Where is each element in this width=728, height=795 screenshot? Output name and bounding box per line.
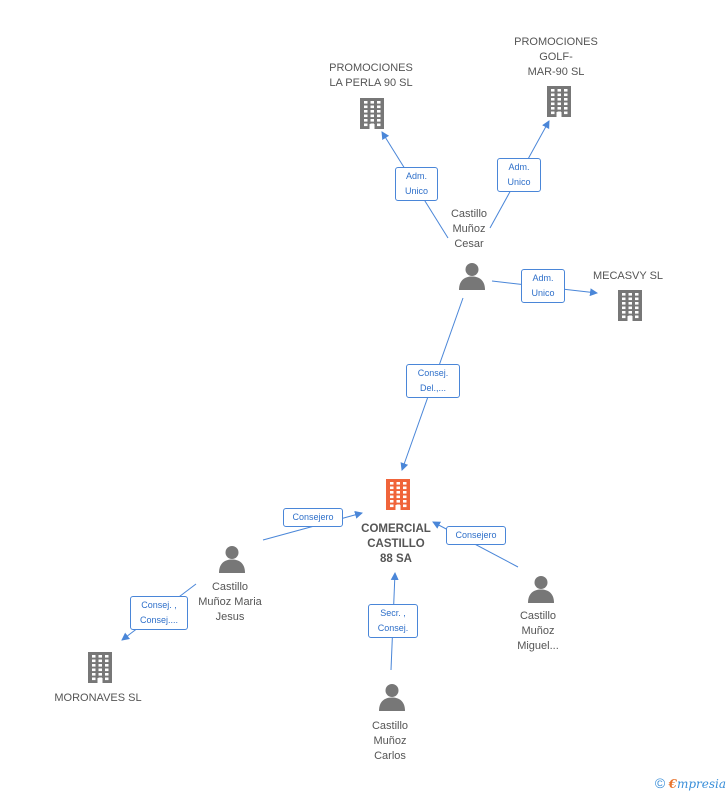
node-label-line: Carlos bbox=[374, 750, 406, 762]
person-icon[interactable] bbox=[377, 682, 407, 717]
node-label-line: GOLF- bbox=[539, 51, 573, 63]
edge-label-carlos-to-comercial[interactable]: Secr. , Consej. bbox=[368, 604, 418, 638]
node-label-line: Muñoz bbox=[373, 735, 407, 747]
brand-initial: € bbox=[668, 777, 677, 791]
node-label-line: PROMOCIONES bbox=[514, 36, 598, 48]
person-icon[interactable] bbox=[526, 574, 556, 609]
node-label-line: LA PERLA 90 SL bbox=[329, 77, 413, 89]
node-label-line: Castillo bbox=[450, 208, 488, 220]
node-label-line: PROMOCIONES bbox=[329, 62, 413, 74]
copyright-symbol: © bbox=[654, 775, 666, 791]
building-icon[interactable] bbox=[356, 96, 388, 135]
building-icon[interactable] bbox=[614, 288, 646, 327]
edge-label-line: Unico bbox=[507, 177, 531, 187]
edge-label-line: Adm. bbox=[405, 171, 427, 181]
brand-name: mpresia bbox=[676, 777, 726, 791]
node-label-moronaves[interactable]: MORONAVES SL bbox=[38, 691, 158, 706]
node-label-line: Muñoz bbox=[521, 625, 555, 637]
node-label-line: Miguel... bbox=[517, 640, 559, 652]
node-label-line: Castillo bbox=[371, 720, 409, 732]
edge-label-line: Consej. bbox=[417, 368, 449, 378]
edge-label-cesar-to-perla[interactable]: Adm. Unico bbox=[395, 167, 438, 201]
edge-label-line: Consej. bbox=[377, 623, 409, 633]
node-label-line: MAR-90 SL bbox=[527, 66, 585, 78]
footer-brand: © €mpresia bbox=[655, 775, 726, 791]
node-label-line: Castillo bbox=[519, 610, 557, 622]
building-icon[interactable] bbox=[84, 650, 116, 689]
node-label-comercial[interactable]: COMERCIAL CASTILLO 88 SA bbox=[336, 522, 456, 567]
edge-label-line: Secr. , bbox=[380, 608, 406, 618]
edge-label-maria-to-comercial[interactable]: Consejero bbox=[283, 508, 343, 527]
node-label-line: MORONAVES SL bbox=[54, 692, 142, 704]
edge-label-line: Consej.... bbox=[139, 615, 179, 625]
edge-label-line: Consejero bbox=[292, 512, 334, 522]
node-label-line: Castillo bbox=[211, 581, 249, 593]
edge-label-line: Del.,... bbox=[419, 383, 446, 393]
edge-label-line: Consejero bbox=[455, 530, 497, 540]
edge-label-line: Unico bbox=[531, 288, 555, 298]
edge-label-line: Adm. bbox=[508, 162, 530, 172]
node-label-line: MECASVY SL bbox=[592, 270, 664, 282]
node-label-golf[interactable]: PROMOCIONES GOLF- MAR-90 SL bbox=[496, 35, 616, 80]
node-label-line: Jesus bbox=[215, 611, 245, 623]
building-icon[interactable] bbox=[382, 477, 414, 516]
node-label-line: Muñoz bbox=[452, 223, 486, 235]
node-label-line: COMERCIAL bbox=[361, 523, 431, 535]
building-icon[interactable] bbox=[543, 84, 575, 123]
person-icon[interactable] bbox=[457, 261, 487, 296]
edge-label-maria-to-moronaves[interactable]: Consej. , Consej.... bbox=[130, 596, 188, 630]
edge-label-line: Unico bbox=[404, 186, 428, 196]
node-label-line: Muñoz Maria bbox=[198, 596, 262, 608]
edge-label-cesar-to-golf[interactable]: Adm. Unico bbox=[497, 158, 541, 192]
node-label-mecasvy[interactable]: MECASVY SL bbox=[568, 269, 688, 284]
person-icon[interactable] bbox=[217, 544, 247, 579]
edge-label-line: Adm. bbox=[532, 273, 554, 283]
node-label-line: Cesar bbox=[454, 238, 484, 250]
edge-label-line: Consej. , bbox=[141, 600, 177, 610]
edge-label-miguel-to-comercial[interactable]: Consejero bbox=[446, 526, 506, 545]
node-label-line: 88 SA bbox=[380, 553, 412, 565]
node-label-line: CASTILLO bbox=[367, 538, 425, 550]
edge-label-cesar-to-mecasvy[interactable]: Adm. Unico bbox=[521, 269, 565, 303]
node-label-perla[interactable]: PROMOCIONES LA PERLA 90 SL bbox=[311, 61, 431, 91]
edge-label-cesar-to-comercial[interactable]: Consej. Del.,... bbox=[406, 364, 460, 398]
